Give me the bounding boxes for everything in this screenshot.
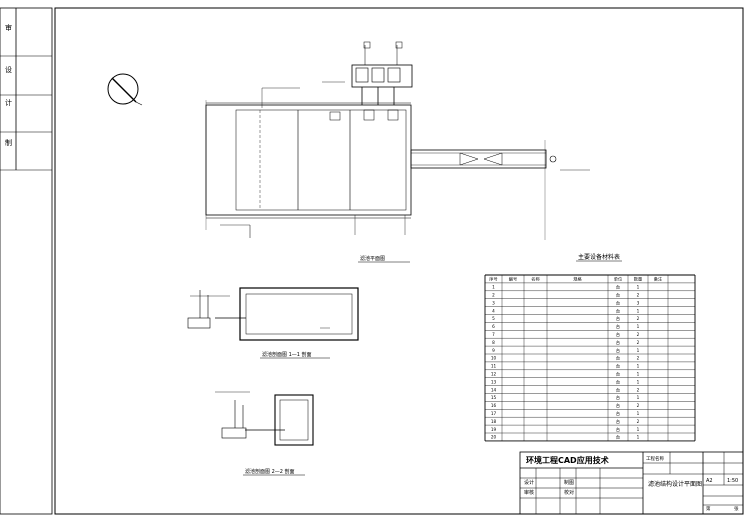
- table-cell: 台: [616, 394, 620, 401]
- sheet-of: 张: [734, 505, 739, 512]
- table-cell: 台: [616, 363, 620, 370]
- table-header-cell: 数量: [634, 276, 642, 283]
- table-cell: 16: [491, 403, 497, 408]
- north-arrow-icon: [107, 73, 143, 106]
- table-cell: 14: [491, 387, 497, 392]
- scale: 1:50: [727, 478, 738, 484]
- strip-label-1: 审: [5, 23, 12, 32]
- table-header-cell: 单位: [614, 276, 622, 283]
- table-cell: 台: [616, 284, 620, 291]
- table-cell: 12: [491, 371, 497, 376]
- table-cell: 台: [616, 355, 620, 362]
- role-check: 审核: [524, 489, 534, 496]
- role-design: 设计: [524, 479, 534, 486]
- table-cell: 15: [491, 395, 497, 400]
- table-cell: 1: [637, 379, 640, 384]
- table-cell: 1: [637, 435, 640, 440]
- paper-size: A2: [706, 478, 713, 484]
- table-cell: 2: [637, 332, 640, 337]
- title-block: [519, 451, 744, 515]
- table-cell: 台: [616, 386, 620, 393]
- table-cell: 17: [491, 411, 497, 416]
- table-cell: 3: [637, 300, 640, 305]
- table-cell: 11: [491, 364, 497, 369]
- table-cell: 8: [492, 340, 495, 345]
- strip-label-2: 设: [5, 65, 12, 74]
- left-binding-strip: [0, 7, 53, 515]
- table-cell: 台: [616, 426, 620, 433]
- drawing-frame: [54, 7, 744, 515]
- table-cell: 台: [616, 323, 620, 330]
- table-cell: 10: [491, 356, 497, 361]
- table-cell: 2: [637, 356, 640, 361]
- strip-label-3: 计: [5, 98, 12, 107]
- table-cell: 5: [492, 316, 495, 321]
- strip-label-4: 制: [5, 138, 12, 147]
- table-cell: 19: [491, 427, 497, 432]
- table-cell: 台: [616, 402, 620, 409]
- table-title: 主要设备材料表: [578, 253, 620, 261]
- table-cell: 18: [491, 419, 497, 424]
- table-cell: 1: [637, 285, 640, 290]
- table-cell: 1: [492, 285, 495, 290]
- table-cell: 2: [492, 292, 495, 297]
- table-cell: 台: [616, 378, 620, 385]
- table-cell: 台: [616, 347, 620, 354]
- table-cell: 台: [616, 299, 620, 306]
- project-label: 工程名称: [646, 455, 664, 462]
- table-cell: 台: [616, 307, 620, 314]
- section-1-view: [187, 287, 359, 341]
- table-cell: 2: [637, 387, 640, 392]
- table-header-cell: 编号: [509, 276, 517, 283]
- table-cell: 台: [616, 410, 620, 417]
- table-cell: 1: [637, 411, 640, 416]
- table-cell: 台: [616, 418, 620, 425]
- table-cell: 2: [637, 403, 640, 408]
- table-header-cell: 规格: [573, 276, 582, 283]
- table-cell: 2: [637, 292, 640, 297]
- table-cell: 1: [637, 348, 640, 353]
- table-cell: 台: [616, 315, 620, 322]
- table-cell: 6: [492, 324, 495, 329]
- table-cell: 1: [637, 395, 640, 400]
- table-cell: 台: [616, 434, 620, 441]
- table-cell: 9: [492, 348, 495, 353]
- table-cell: 2: [637, 340, 640, 345]
- table-cell: 台: [616, 331, 620, 338]
- table-header-cell: 名称: [531, 276, 539, 283]
- table-cell: 1: [637, 427, 640, 432]
- table-header-cell: 序号: [489, 276, 497, 283]
- plan-view: [205, 41, 590, 240]
- table-cell: 台: [616, 291, 620, 298]
- section-2-view: [215, 391, 314, 446]
- table-cell: 2: [637, 419, 640, 424]
- table-cell: 1: [637, 371, 640, 376]
- table-cell: 4: [492, 308, 495, 313]
- table-cell: 台: [616, 370, 620, 377]
- table-cell: 1: [637, 308, 640, 313]
- table-cell: 1: [637, 364, 640, 369]
- table-cell: 13: [491, 379, 497, 384]
- section1-caption: 滤池剖面图 1—1 剖面: [262, 351, 312, 358]
- table-cell: 7: [492, 332, 495, 337]
- section2-caption: 滤池剖面图 2—2 剖面: [245, 468, 295, 475]
- sheet-label: 第: [706, 505, 711, 512]
- drawing-title: 滤池结构设计平面图: [648, 480, 702, 488]
- role-draw: 制图: [564, 479, 574, 486]
- table-cell: 2: [637, 316, 640, 321]
- table-header-cell: 备注: [654, 276, 663, 283]
- table-cell: 1: [637, 324, 640, 329]
- plan-caption: 滤池平面图: [360, 255, 385, 262]
- role-review: 校对: [564, 489, 574, 496]
- table-cell: 台: [616, 339, 620, 346]
- table-cell: 3: [492, 300, 495, 305]
- table-cell: 20: [491, 435, 497, 440]
- company-name: 环境工程CAD应用技术: [526, 455, 609, 465]
